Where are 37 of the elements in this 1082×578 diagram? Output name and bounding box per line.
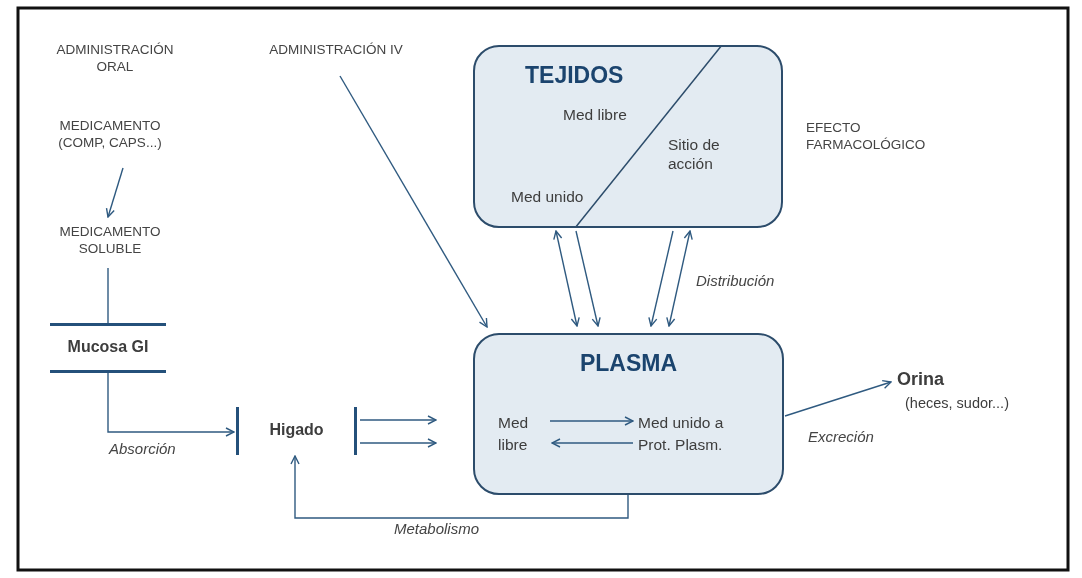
edge-label: Distribución xyxy=(694,272,777,289)
box-title: PLASMA xyxy=(578,349,679,378)
arrow xyxy=(784,379,892,417)
text-label: ADMINISTRACIÓN ORAL xyxy=(55,42,175,76)
arrow xyxy=(359,415,437,425)
node-label: Med libre xyxy=(498,413,530,455)
arrow xyxy=(551,438,634,448)
edge-label: Absorción xyxy=(107,440,178,457)
node-label: Med unido a Prot. Plasm. xyxy=(638,413,725,455)
node-label: MEDICAMENTO (COMP, CAPS...) xyxy=(57,118,163,152)
membrane-node xyxy=(50,323,166,373)
arrow xyxy=(359,438,437,448)
node-label: Mucosa GI xyxy=(66,337,150,357)
box-text: Med libre xyxy=(563,105,627,125)
compartment-box xyxy=(473,45,783,228)
arrow xyxy=(666,230,693,327)
node-label: ADMINISTRACIÓN IV xyxy=(268,42,404,59)
node-label: Higado xyxy=(268,420,325,440)
node-note: (heces, sudor...) xyxy=(905,394,1009,413)
box-text: Med unido xyxy=(511,187,584,207)
text-label: EFECTO FARMACOLÓGICO xyxy=(806,120,927,154)
node-title: Orina xyxy=(897,368,944,391)
arrow xyxy=(549,416,634,426)
compartment-box xyxy=(473,333,784,495)
arrow xyxy=(339,75,488,328)
edge-label: Excreción xyxy=(806,428,876,445)
arrow xyxy=(575,230,601,327)
arrow xyxy=(105,167,124,218)
box-title: TEJIDOS xyxy=(525,61,624,90)
arrow xyxy=(648,230,674,327)
arrow xyxy=(553,230,580,327)
node-label: MEDICAMENTO SOLUBLE xyxy=(58,224,162,258)
box-text: Sitio de acción xyxy=(668,135,721,174)
arrow xyxy=(107,372,235,437)
arrow xyxy=(290,455,629,519)
organ-node xyxy=(236,407,357,455)
edge-label: Metabolismo xyxy=(392,520,482,537)
